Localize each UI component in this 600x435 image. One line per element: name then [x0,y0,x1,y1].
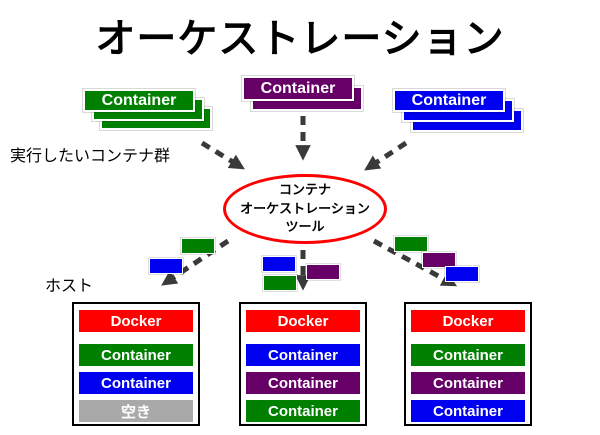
container-row: Container [246,400,360,422]
stack-front-label: Container [242,76,354,101]
empty-slot-row: 空き [79,400,193,422]
container-stack-blue: Container [393,89,525,135]
stack-front-label: Container [393,89,505,112]
docker-row: Docker [79,310,193,332]
container-row: Container [246,372,360,394]
mini-container-bar-green [263,275,297,291]
mini-container-bar-blue [149,258,183,274]
mini-container-bar-green [181,238,215,254]
orchestration-tool-text: コンテナ オーケストレーション ツール [240,181,370,238]
page-title: オーケストレーション [95,17,505,61]
tool-text-line3: ツール [285,219,325,235]
arrow-green-stack-to-tool [200,140,245,170]
container-stack-green: Container [83,89,215,133]
mini-container-bar-purple [306,264,340,280]
host-box-right: Docker Container Container Container [404,302,532,426]
container-row: Container [411,400,525,422]
mini-container-bar-blue [262,256,296,272]
host-box-left: Docker Container Container 空き [72,302,200,426]
container-row: Container [411,344,525,366]
host-box-center: Docker Container Container Container [239,302,367,426]
container-row: Container [79,344,193,366]
tool-text-line1: コンテナ [278,181,331,197]
mini-container-bar-green [394,236,428,252]
arrow-blue-stack-to-tool [364,140,408,171]
docker-row: Docker [246,310,360,332]
container-stack-purple: Container [242,76,366,114]
container-row: Container [79,372,193,394]
host-label: ホスト [45,278,94,295]
container-row: Container [411,372,525,394]
container-row: Container [246,344,360,366]
containers-group-label: 実行したいコンテナ群 [10,148,171,165]
orchestration-tool-ellipse: コンテナ オーケストレーション ツール [223,174,387,244]
stack-front-label: Container [83,89,195,112]
tool-text-line2: オーケストレーション [240,200,370,216]
docker-row: Docker [411,310,525,332]
mini-container-bar-blue [445,266,479,282]
